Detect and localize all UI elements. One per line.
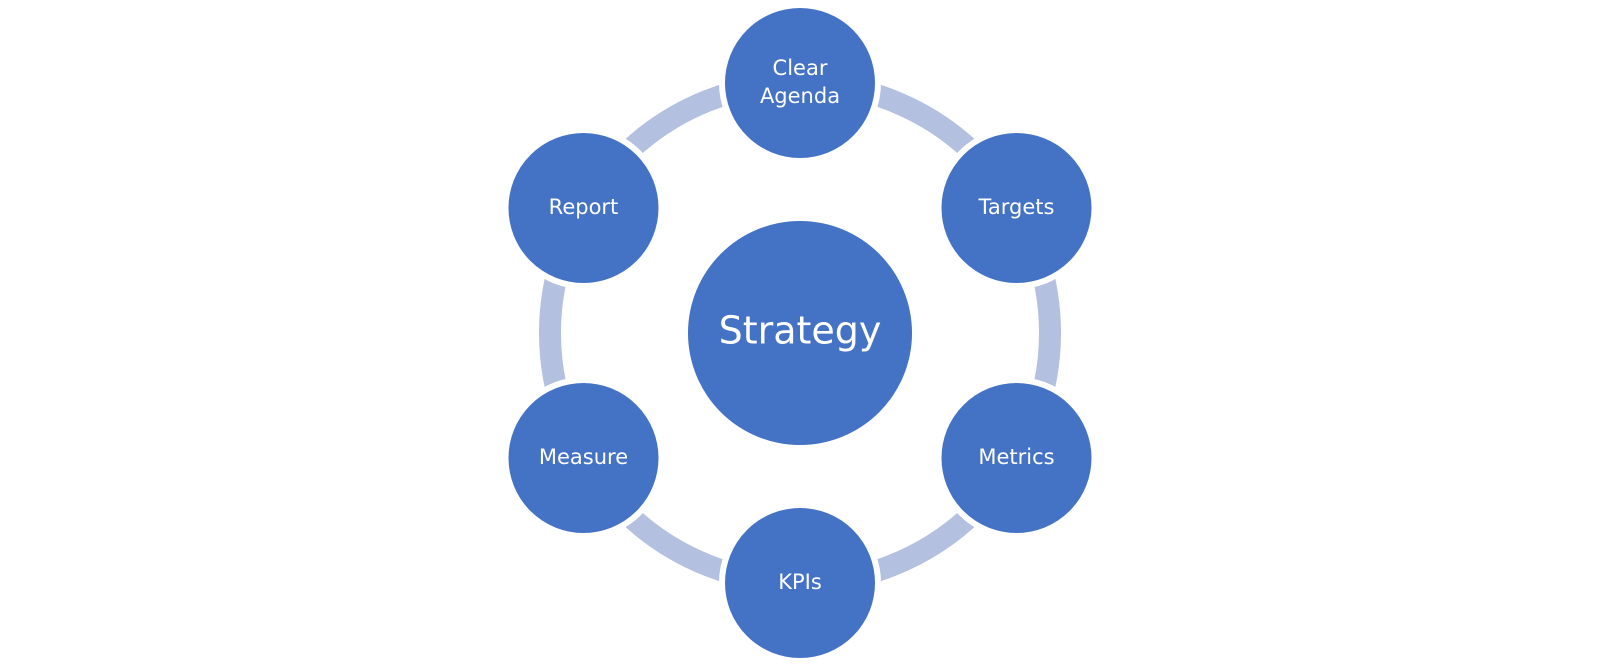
- node-clear-agenda-label: Clear: [773, 56, 828, 80]
- center-node: Strategy: [688, 221, 912, 445]
- node-clear-agenda-circle: [719, 2, 881, 164]
- node-measure-label: Measure: [539, 445, 628, 469]
- node-targets: Targets: [935, 127, 1098, 289]
- node-report: Report: [502, 127, 665, 289]
- node-targets-circle: [935, 127, 1098, 289]
- node-clear-agenda-label: Agenda: [760, 84, 840, 108]
- node-measure-circle: [502, 377, 665, 539]
- node-report-label: Report: [549, 195, 619, 219]
- node-targets-label: Targets: [978, 195, 1055, 219]
- node-metrics-label: Metrics: [978, 445, 1054, 469]
- node-kpis: KPIs: [719, 502, 881, 664]
- center-node-circle: [688, 221, 912, 445]
- node-metrics-circle: [935, 377, 1098, 539]
- node-measure: Measure: [502, 377, 665, 539]
- node-kpis-label: KPIs: [778, 570, 822, 594]
- node-kpis-circle: [719, 502, 881, 664]
- node-report-circle: [502, 127, 665, 289]
- center-node-label: Strategy: [719, 309, 882, 353]
- node-metrics: Metrics: [935, 377, 1098, 539]
